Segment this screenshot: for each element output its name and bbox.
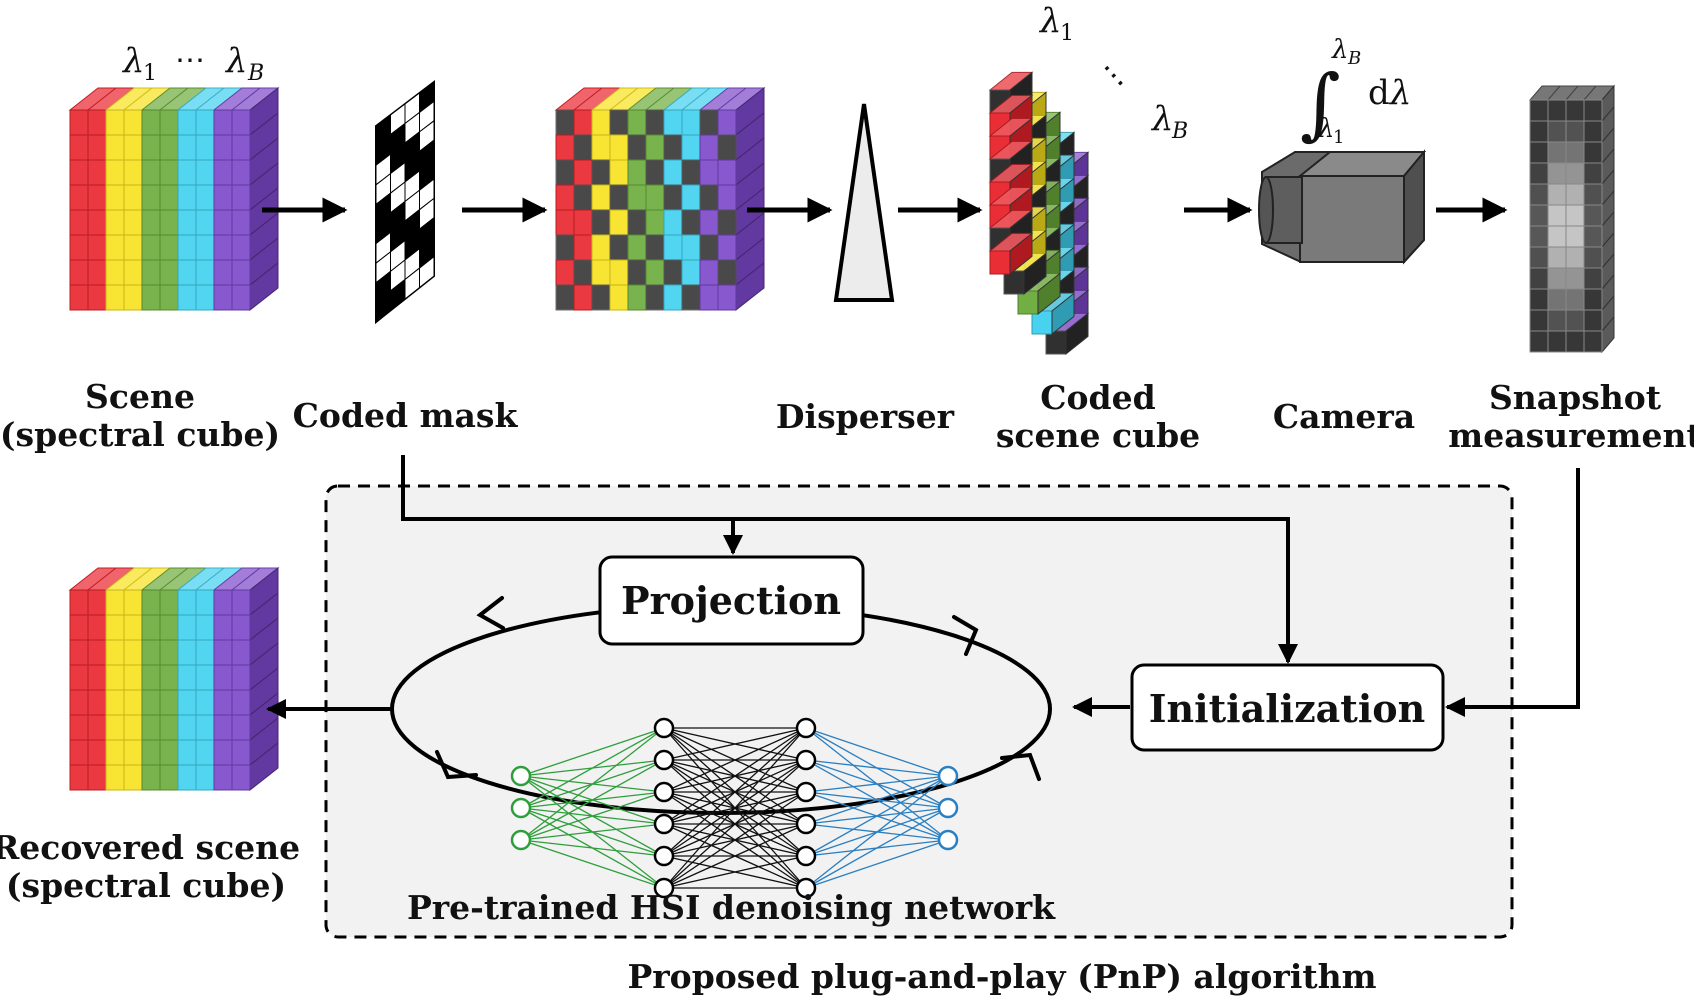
svg-text:⋯: ⋯ xyxy=(1091,53,1137,99)
disperser-prism-icon xyxy=(833,103,895,302)
svg-text:1: 1 xyxy=(143,61,157,86)
initialization-box: Initialization xyxy=(1130,663,1445,752)
integral-expression: ∫ λ B λ 1 d λ xyxy=(1300,35,1412,149)
coded-scene-cube xyxy=(988,71,1090,356)
scene-spectral-cube xyxy=(68,86,280,312)
recovered-scene-label: Recovered scene (spectral cube) xyxy=(0,828,300,905)
snapshot-label: Snapshot measurement xyxy=(1448,378,1694,455)
loop-direction-chevrons xyxy=(435,596,1041,781)
svg-text:λ: λ xyxy=(1150,99,1174,139)
svg-text:measurement: measurement xyxy=(1448,416,1694,455)
svg-text:λ: λ xyxy=(1038,1,1062,41)
coded-mask-label: Coded mask xyxy=(293,396,519,435)
projection-box: Projection xyxy=(598,555,865,646)
svg-text:λ: λ xyxy=(121,41,145,81)
coded-scene-cube-label: Coded scene cube xyxy=(996,378,1200,455)
scene-label: Scene (spectral cube) xyxy=(0,377,280,454)
camera-icon xyxy=(1258,149,1427,265)
snapshot-measurement-image xyxy=(1528,84,1616,354)
svg-text:B: B xyxy=(247,61,264,86)
svg-text:λ: λ xyxy=(1388,73,1412,113)
svg-text:λ: λ xyxy=(224,41,248,81)
svg-text:1: 1 xyxy=(1333,127,1344,148)
network-label: Pre-trained HSI denoising network xyxy=(407,888,1056,927)
svg-text:Snapshot: Snapshot xyxy=(1489,378,1662,417)
svg-text:Recovered scene: Recovered scene xyxy=(0,828,300,867)
svg-text:(spectral cube): (spectral cube) xyxy=(0,415,280,454)
coded-band-labels: λ 1 ⋯ λ B xyxy=(1038,1,1188,144)
feedback-connectors xyxy=(266,455,1580,719)
svg-text:Scene: Scene xyxy=(85,377,195,416)
svg-text:Initialization: Initialization xyxy=(1149,686,1425,731)
svg-text:⋯: ⋯ xyxy=(175,43,205,78)
svg-text:λ: λ xyxy=(1331,35,1348,65)
algorithm-label: Proposed plug-and-play (PnP) algorithm xyxy=(627,957,1376,996)
disperser-label: Disperser xyxy=(776,397,955,436)
recovered-spectral-cube xyxy=(68,566,280,792)
coded-mask-grid xyxy=(375,79,435,325)
camera-label: Camera xyxy=(1273,397,1415,436)
svg-text:(spectral cube): (spectral cube) xyxy=(6,866,286,905)
masked-spectral-cube xyxy=(554,86,766,312)
scene-band-labels: λ 1 ⋯ λ B xyxy=(121,41,264,86)
svg-text:1: 1 xyxy=(1060,21,1074,46)
svg-text:scene cube: scene cube xyxy=(996,416,1200,455)
hsi-denoising-network xyxy=(510,717,959,899)
svg-text:∫: ∫ xyxy=(1300,59,1341,149)
svg-text:B: B xyxy=(1171,119,1188,144)
svg-text:Projection: Projection xyxy=(621,578,841,623)
svg-text:λ: λ xyxy=(1317,114,1334,144)
svg-text:B: B xyxy=(1347,48,1361,69)
svg-text:Coded: Coded xyxy=(1040,378,1155,417)
svg-text:d: d xyxy=(1368,73,1390,113)
